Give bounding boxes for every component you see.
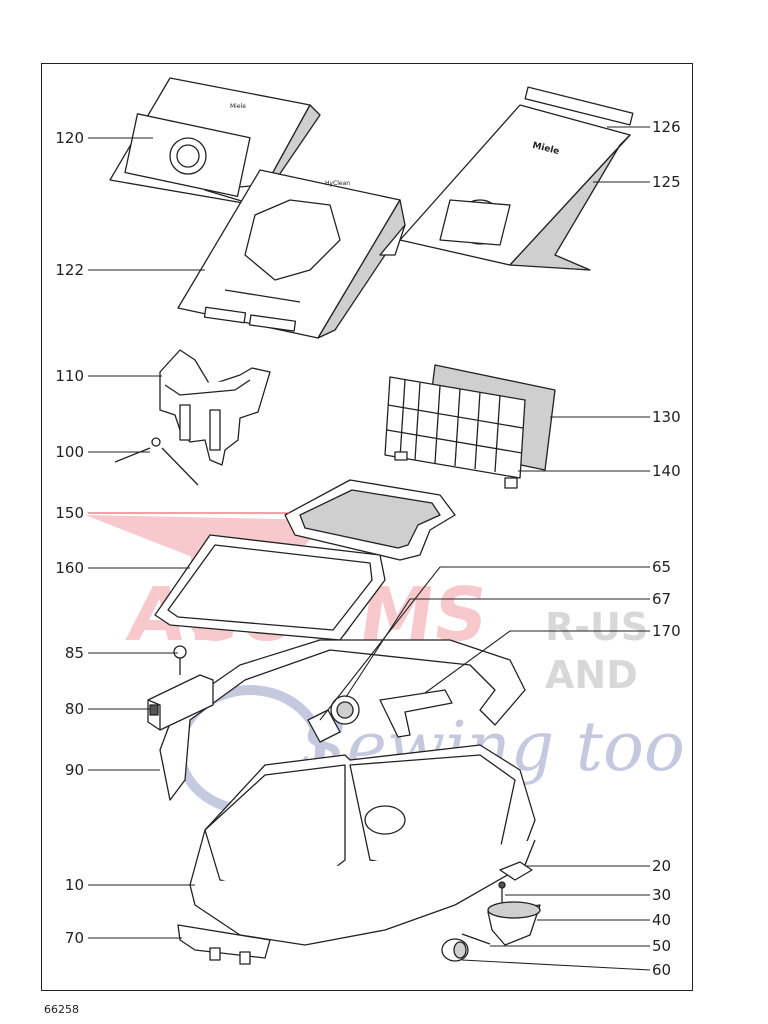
part-125-cloth-bag: Miele — [399, 86, 634, 271]
label-80: 80 — [64, 700, 84, 718]
part-60-wheel — [441, 938, 469, 962]
leader-lines — [88, 126, 651, 971]
bag-120-brand: Miele — [230, 103, 246, 110]
label-70: 70 — [64, 929, 84, 947]
part-170-hose — [379, 689, 453, 738]
label-10: 10 — [64, 876, 84, 894]
label-126: 126 — [652, 118, 681, 136]
document-number: 66258 — [44, 1003, 79, 1016]
watermark-line2: R-US — [545, 605, 648, 649]
diagram-frame — [41, 63, 693, 991]
part-140-filter-frame — [384, 376, 526, 489]
part-110-bag-holder — [159, 349, 271, 466]
part-80-switch — [147, 674, 214, 731]
part-90-bumper — [159, 639, 526, 801]
label-100: 100 — [55, 443, 84, 461]
label-65: 65 — [652, 558, 672, 576]
label-125: 125 — [652, 173, 681, 191]
part-10-housing — [189, 744, 536, 946]
watermark-line3: AND — [545, 653, 638, 697]
part-85-screw — [173, 645, 187, 675]
part-122-hyclean-bag: HyClean — [177, 169, 406, 339]
label-50: 50 — [652, 937, 672, 955]
part-67-connector — [330, 695, 360, 725]
part-150-gasket — [284, 479, 456, 561]
label-110: 110 — [55, 367, 84, 385]
bag-122-brand: HyClean — [325, 180, 350, 187]
part-160-lid-seal — [154, 534, 386, 641]
label-130: 130 — [652, 408, 681, 426]
label-120: 120 — [55, 129, 84, 147]
label-160: 160 — [55, 559, 84, 577]
label-170: 170 — [652, 622, 681, 640]
label-60: 60 — [652, 961, 672, 979]
part-20-bracket — [499, 861, 533, 881]
part-126-bag-clip — [524, 86, 634, 126]
part-50-axle — [461, 933, 491, 945]
part-40-castor — [487, 901, 541, 946]
label-150: 150 — [55, 504, 84, 522]
part-65-plate — [307, 709, 341, 743]
part-30-screw — [498, 881, 506, 905]
label-90: 90 — [64, 761, 84, 779]
label-140: 140 — [652, 462, 681, 480]
label-67: 67 — [652, 590, 672, 608]
label-20: 20 — [652, 857, 672, 875]
label-85: 85 — [64, 644, 84, 662]
label-30: 30 — [652, 886, 672, 904]
part-100-spring — [114, 437, 199, 486]
label-122: 122 — [55, 261, 84, 279]
label-40: 40 — [652, 911, 672, 929]
